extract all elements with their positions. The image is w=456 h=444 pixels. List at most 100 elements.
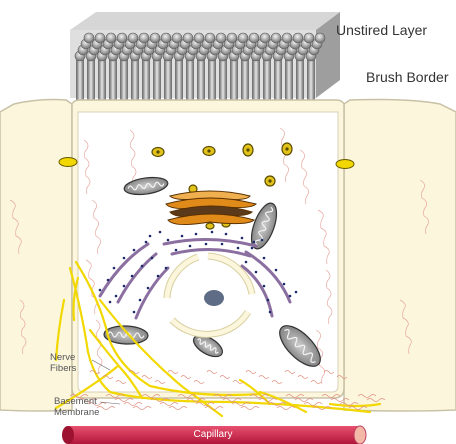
ribosome [133,249,136,252]
microvillus [132,56,139,104]
membrane-fibril [295,399,313,402]
ribosome [245,261,248,264]
ribosome [241,237,244,240]
microvillus-tip [216,33,226,43]
ribosome [181,235,184,238]
ribosome [253,241,256,244]
microvillus [154,56,161,104]
nerve-fibers-label: Nerve Fibers [50,352,92,374]
microvillus [308,56,315,104]
membrane-fibril [277,407,295,410]
microvillus-tip [238,33,248,43]
ribosome [133,311,136,314]
ribosome [165,267,168,270]
membrane-fibril [160,403,178,406]
microvillus-tip [150,33,160,43]
membrane-fibril [241,407,259,410]
microvillus-tip [194,33,204,43]
ribosome [175,249,178,252]
microvillus [242,56,249,104]
microvillus [231,56,238,104]
microvillus-tip [117,33,127,43]
ribosome [139,299,142,302]
microvillus-tip [249,33,259,43]
microvillus-tip [139,33,149,43]
microvillus-tip [227,33,237,43]
microvillus [99,56,106,104]
ribosome [295,291,298,294]
ribosome [145,241,148,244]
microvillus [110,56,117,104]
microvillus [209,56,216,104]
ribosome [211,231,214,234]
microvillus-tip [95,33,105,43]
microvillus [165,56,172,104]
ribosome [189,245,192,248]
microvillus [220,56,227,104]
ribosome [195,233,198,236]
capillary-label: Capillary [62,426,364,444]
ribosome [221,243,224,246]
ribosome [149,235,152,238]
microvillus-tip [106,33,116,43]
membrane-fibril [124,403,142,406]
ribosome [267,299,270,302]
ribosome [157,275,160,278]
ribosome [289,295,292,298]
ribosome [251,247,254,250]
ribosome [283,283,286,286]
microvillus-tip [205,33,215,43]
microvillus-tip [315,33,325,43]
microvillus-tip [183,33,193,43]
microvillus-tip [271,33,281,43]
ribosome [269,311,272,314]
tight-junction-left [59,158,77,167]
ribosome [275,269,278,272]
neighbor-cell-right [344,100,456,412]
microvillus [187,56,194,104]
microvillus [264,56,271,104]
ribosome [225,233,228,236]
microvillus-tip [172,33,182,43]
ribosome [167,239,170,242]
membrane-fibril [133,407,151,410]
ribosome [263,257,266,260]
microvillus-tip [260,33,270,43]
microvillus [253,56,260,104]
microvillus [176,56,183,104]
microvillus [297,56,304,104]
microvillus [198,56,205,104]
tight-junction-right [336,160,354,169]
brush-border-microvilli [75,33,325,104]
ribosome [147,287,150,290]
ribosome [151,257,154,260]
microvillus-tip [293,33,303,43]
ribosome [113,267,116,270]
ribosome [115,295,118,298]
ribosome [159,231,162,234]
ribosome [123,257,126,260]
ribosome [99,289,102,292]
nucleolus [204,290,224,306]
ribosome [263,285,266,288]
ribosome [261,239,264,242]
ribosome [109,301,112,304]
microvillus-tip [84,33,94,43]
ribosome [123,285,126,288]
membrane-fibril [169,407,187,410]
ribosome [131,275,134,278]
microvillus-tip [304,33,314,43]
membrane-fibril [115,399,133,402]
microvillus [77,56,84,104]
unstired-layer-label: Unstired Layer [336,22,427,38]
microvillus [286,56,293,104]
microvillus [121,56,128,104]
ribosome [141,265,144,268]
basement-membrane-label: Basement Membrane [54,396,108,418]
ribosome [255,271,258,274]
ribosome [205,243,208,246]
microvillus-tip [128,33,138,43]
microvillus-tip [161,33,171,43]
microvillus [275,56,282,104]
